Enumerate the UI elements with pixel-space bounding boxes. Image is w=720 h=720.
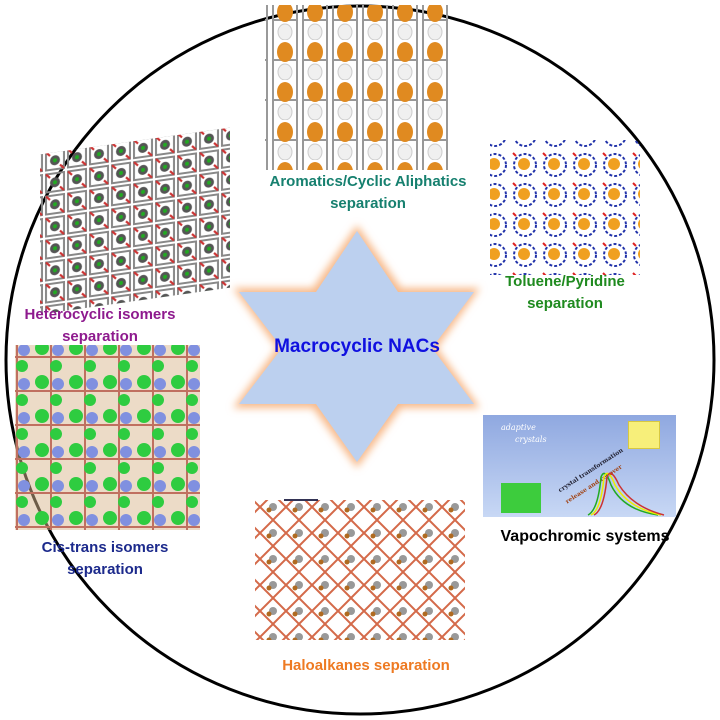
green-crystal-block [501, 483, 541, 513]
toluene-structure-image [490, 140, 640, 275]
vapochromic-inset-image: adaptive crystals crystal transformation… [483, 415, 676, 517]
label-aromatics-line2: separation [330, 195, 406, 212]
label-toluene-line2: separation [527, 295, 603, 312]
label-toluene: Toluene/Pyridine separation [505, 271, 625, 315]
emission-curves [587, 472, 665, 516]
label-aromatics: Aromatics/Cyclic Aliphatics separation [269, 171, 466, 215]
label-cistrans: Cis-trans isomers separation [42, 537, 169, 581]
label-cistrans-line1: Cis-trans isomers [41, 539, 169, 556]
label-heterocyclic-line2: separation [62, 328, 138, 345]
yellow-crystal-block [628, 421, 660, 449]
cistrans-structure-image [15, 345, 200, 530]
label-vapochromic: Vapochromic systems [500, 528, 670, 545]
inset-text-crystals: crystals [515, 435, 547, 444]
heterocyclic-structure-image [40, 127, 230, 315]
center-title: Macrocyclic NACs [274, 336, 440, 357]
aromatics-structure-image [265, 5, 450, 170]
label-cistrans-line2: separation [67, 561, 143, 578]
label-haloalkanes: Haloalkanes separation [282, 657, 450, 674]
inset-text-adaptive: adaptive [501, 423, 536, 432]
label-heterocyclic-line1: Heterocyclic isomers [24, 306, 176, 323]
haloalkanes-structure-image [255, 500, 465, 640]
label-heterocyclic: Heterocyclic isomers separation [25, 304, 176, 348]
label-aromatics-line1: Aromatics/Cyclic Aliphatics [269, 173, 467, 190]
star [233, 225, 480, 468]
label-toluene-line1: Toluene/Pyridine [505, 273, 625, 290]
